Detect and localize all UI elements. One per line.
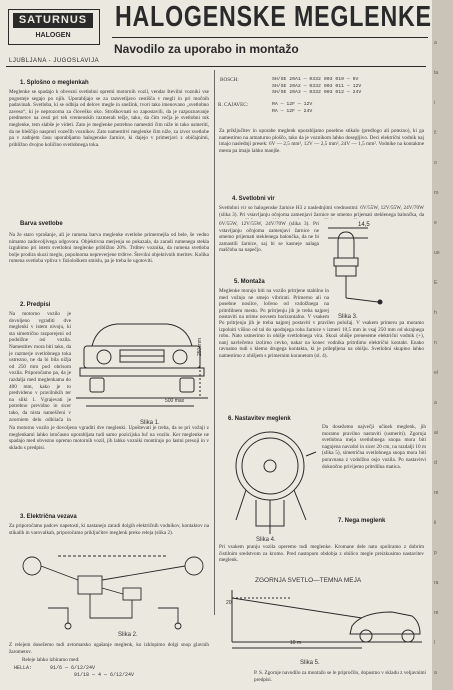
document-title: HALOGENSKE MEGLENKE [115, 1, 432, 33]
figure-5-caption: Slika 5. [300, 660, 320, 666]
strip-line: ii [434, 520, 437, 526]
strip-line: č [434, 130, 437, 136]
strip-line: ro [434, 190, 439, 196]
section-7-title: 7. Nega meglenk [338, 518, 386, 524]
section-2-text-a: Na motorno vozilo je dovoljeno vgraditi … [9, 311, 71, 421]
cajavec-codes: RA — 12F — 12V RA — 12F — 24V [272, 102, 313, 114]
cajavec-label: R. CAJAVEC: [218, 102, 249, 108]
strip-line: ra [434, 580, 439, 586]
section-2-text-b: Na motorno vozilo je dovoljeno vgraditi … [9, 425, 209, 451]
dim-10m: 10 m [290, 640, 302, 646]
figure-1-caption: Slika 1. [140, 420, 160, 426]
section-7-text: Pri vsakem pranju vozila operemo tudi me… [219, 544, 424, 564]
header-divider [6, 66, 426, 67]
strip-line: i [434, 100, 436, 106]
place-line: LJUBLJANA - JUGOSLAVIJA [9, 58, 100, 64]
bosch-codes: SH/SE 20A1 — 0332 003 010 — 6V SH/SE 20A… [272, 77, 362, 96]
brand-sub: HALOGEN [35, 32, 71, 39]
strip-line: l [434, 640, 436, 646]
figure-3-caption: Slika 3. [338, 314, 358, 320]
section-5-text-b: Po pritrjenju jih je treba najprej posta… [219, 320, 424, 359]
section-3-text: Za priporočamo padcev napetosti, ki nast… [9, 523, 209, 536]
strip-line: a [434, 400, 437, 406]
dim-500: 500 max [165, 398, 185, 404]
strip-line: p [434, 550, 437, 556]
section-5-title: 5. Montaža [234, 279, 265, 285]
strip-line: h [434, 310, 437, 316]
section-5-text-a: Meglenke morajo biti na vozilo pritrjene… [219, 288, 329, 318]
figure-4-foglamp-diagram [235, 431, 317, 534]
relay-label: Releje lahko izbiramo med: [22, 657, 80, 663]
section-4-text-a: Svetlobni vir so halogenske žarnice H3 z… [219, 205, 424, 219]
figure-1-car-diagram [76, 323, 208, 407]
brand-name: SATURNUS [13, 13, 93, 28]
brand-logo: SATURNUS HALOGEN [8, 9, 100, 45]
strip-line: e [434, 220, 437, 226]
section-1-text: Meglenke se spadajo k obvezni svetlobni … [9, 89, 209, 148]
strip-line: ta [434, 70, 439, 76]
section-1-title: 1. Splošno o meglenkah [20, 80, 89, 86]
figure-2-caption: Slika 2. [118, 632, 138, 638]
column-divider [214, 70, 215, 615]
figure-2-wiring-diagram [22, 555, 204, 630]
dim-250: 250 mm [197, 337, 203, 356]
strip-line: a [434, 670, 437, 676]
relay-list: HELLA: 91/6 — 6/12/24V 91/18 — 4 — 6/12/… [14, 665, 135, 678]
section-3-title: 3. Električna vezava [20, 514, 77, 520]
section-2-title: 2. Predpisi [20, 302, 51, 308]
figure-4-caption: Slika 4. [256, 537, 276, 543]
adjacent-page-strip: a ta i č o ro e uo E h n el a ai d re ii… [432, 0, 453, 690]
section-4-text-b: 6V/55W, 12V/55W, 24V/70W (slika 3). Pri … [219, 221, 319, 254]
section-3-text-2: Z relejem dosežemo tudi avtomatsko ugaša… [9, 642, 209, 655]
strip-line: d [434, 460, 437, 466]
section-4-title: 4. Svetlobni vir [232, 196, 275, 202]
beam-label: ZGORNJA SVETLO—TEMNA MEJA [255, 577, 362, 584]
strip-line: n [434, 340, 437, 346]
document-subtitle: Navodilo za uporabo in montažo [114, 42, 299, 56]
strip-line: E [434, 280, 438, 286]
section-color-text: Na že staro vprašanje, ali je rumena bar… [9, 232, 209, 265]
strip-line: ai [434, 430, 438, 436]
strip-line: re [434, 610, 439, 616]
bosch-label: BOSCH: [220, 77, 239, 83]
strip-line: re [434, 490, 439, 496]
section-6-text: Da dosežemo največji učinek meglenk, jih… [322, 424, 426, 470]
strip-line: a [434, 40, 437, 46]
svg-text:14,5: 14,5 [358, 222, 370, 228]
section-color-title: Barva svetlobe [20, 221, 63, 227]
strip-line: el [434, 370, 438, 376]
figure-3-bulb-diagram: 14,5 [328, 222, 383, 305]
section-6-title: 6. Nastavitev meglenk [228, 416, 291, 422]
strip-line: o [434, 160, 437, 166]
title-rule [112, 37, 428, 38]
strip-line: uo [434, 250, 440, 256]
instruction-sheet: SATURNUS HALOGEN LJUBLJANA - JUGOSLAVIJA… [0, 0, 432, 690]
ps-note: P. S. Zgornje navodilo za montažo se le … [254, 670, 426, 683]
wiring-text: Za priključitev in uporabe meglenk upora… [219, 128, 424, 154]
figure-5-beam-diagram [231, 590, 422, 649]
dim-20: 20 [226, 600, 232, 606]
